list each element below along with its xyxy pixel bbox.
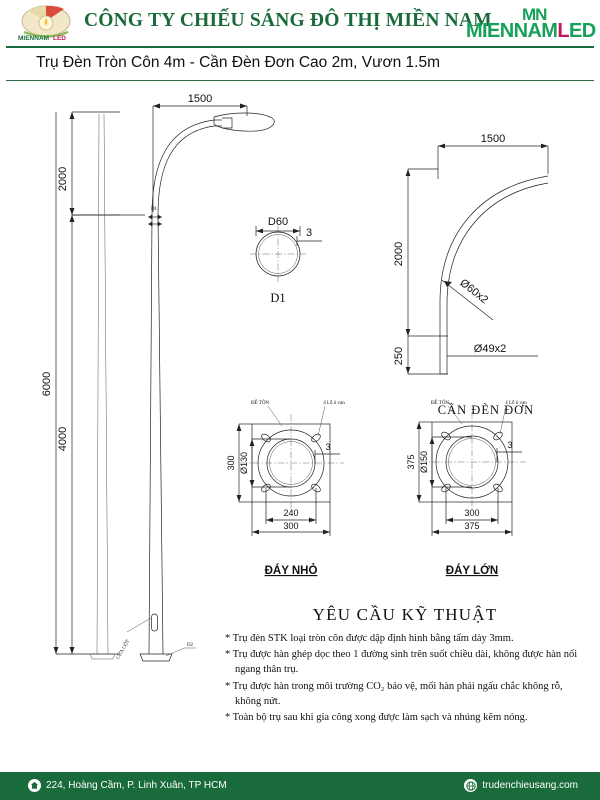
technical-drawing-area: 2000 6000 4000: [0, 84, 600, 724]
spec-title: YÊU CẦU KỸ THUẬT: [312, 605, 498, 624]
label-holes-large: 4 Lỗ ô van: [505, 400, 527, 406]
label-cua-cot: CỬA CỘT: [115, 639, 131, 661]
company-logo: MIENNAM LED: [12, 4, 80, 46]
brand-ed: ED: [568, 20, 596, 42]
base-plate-small-drawing: ĐẾ TÔN 4 Lỗ ô van 300 Ø130: [226, 400, 345, 577]
header-divider: [6, 46, 594, 48]
dim-4000-elevation: 4000: [57, 427, 69, 451]
brand-wordmark: MIENNAMLED: [466, 20, 596, 43]
dim-height-small: 300: [226, 455, 236, 470]
dim-height-large: 375: [406, 454, 416, 469]
svg-text:LED: LED: [53, 35, 66, 42]
technical-requirements: YÊU CẦU KỸ THUẬT * Trụ đèn STK loại tròn…: [225, 605, 585, 726]
spec-item: * Toàn bộ trụ sau khi gia công xong được…: [225, 712, 528, 724]
dim-6000-elevation: 6000: [41, 372, 53, 396]
dim-inner-large: Ø150: [419, 451, 429, 473]
home-icon: [28, 779, 41, 792]
caption-section-d1: D1: [270, 291, 285, 305]
document-header: MIENNAM LED CÔNG TY CHIẾU SÁNG ĐÔ THỊ MI…: [0, 0, 600, 48]
spec-item: * Trụ đèn STK loại tròn côn được dập địn…: [225, 633, 514, 644]
dim-1500-arm: 1500: [481, 133, 505, 145]
footer-address-group: 224, Hoàng Cầm, P. Linh Xuân, TP HCM: [28, 779, 227, 792]
label-de-ton-small: ĐẾ TÔN: [251, 400, 269, 406]
dim-tube-upper: Ø60x2: [457, 277, 490, 306]
globe-icon: [464, 779, 478, 792]
brand-l: L: [557, 20, 569, 42]
footer-website[interactable]: trudenchieusang.com: [482, 780, 578, 791]
spec-item: * Trụ được hàn ghép dọc theo 1 đường sin…: [225, 649, 578, 676]
brand-miennam: MIENNAM: [466, 20, 558, 42]
footer-website-group[interactable]: trudenchieusang.com: [464, 779, 578, 792]
label-d2: D2: [187, 643, 194, 648]
company-name: CÔNG TY CHIẾU SÁNG ĐÔ THỊ MIỀN NAM: [84, 10, 492, 31]
dim-width-large: 375: [464, 521, 479, 531]
dim-tube-lower: Ø49x2: [474, 343, 506, 355]
base-plate-large-drawing: ĐẾ TÔN 4 Lỗ ô van 375 Ø150 3: [406, 400, 527, 577]
dim-2000-arm: 2000: [393, 242, 405, 266]
dim-bolt-small: 240: [283, 508, 298, 518]
dim-inner-small: Ø130: [239, 452, 249, 474]
dim-d60-section: D60: [268, 216, 288, 228]
spec-list: * Trụ đèn STK loại tròn côn được dập địn…: [225, 631, 585, 725]
caption-base-small: ĐÁY NHỎ: [265, 564, 318, 577]
dim-thickness-large: 3: [507, 440, 512, 450]
elevation-drawing: 2000 6000 4000: [41, 93, 275, 662]
label-d1-elevation: D1: [151, 207, 158, 212]
dim-thickness-section: 3: [306, 227, 312, 239]
section-d1-drawing: D60 3 D1: [250, 216, 322, 305]
document-footer: 224, Hoàng Cầm, P. Linh Xuân, TP HCM tru…: [0, 772, 600, 800]
dim-250-arm: 250: [393, 347, 405, 365]
label-holes-small: 4 Lỗ ô van: [323, 400, 345, 406]
caption-base-large: ĐÁY LỚN: [446, 564, 498, 577]
dim-width-small: 300: [283, 521, 298, 531]
svg-text:MIENNAM: MIENNAM: [18, 35, 49, 42]
dim-2000-elevation: 2000: [57, 167, 69, 191]
label-de-ton-large: ĐẾ TÔN: [431, 400, 449, 406]
caption-arm-detail: CẦN ĐÈN ĐƠN: [438, 402, 534, 417]
miennamled-logo: MN MIENNAMLED: [466, 5, 596, 47]
page-title: Trụ Đèn Tròn Côn 4m - Cần Đèn Đơn Cao 2m…: [36, 54, 441, 71]
arm-detail-drawing: 1500 2000 250 Ø60x2: [393, 133, 549, 417]
spec-item: * Trụ được hàn trong môi trường CO₂ bảo …: [225, 680, 563, 707]
dim-1500-elevation: 1500: [188, 93, 212, 105]
dim-thickness-small: 3: [325, 442, 330, 452]
dim-bolt-large: 300: [464, 508, 479, 518]
brand-mn-mark: MN: [522, 5, 547, 24]
footer-address: 224, Hoàng Cầm, P. Linh Xuân, TP HCM: [46, 780, 227, 791]
title-divider: [6, 80, 594, 81]
